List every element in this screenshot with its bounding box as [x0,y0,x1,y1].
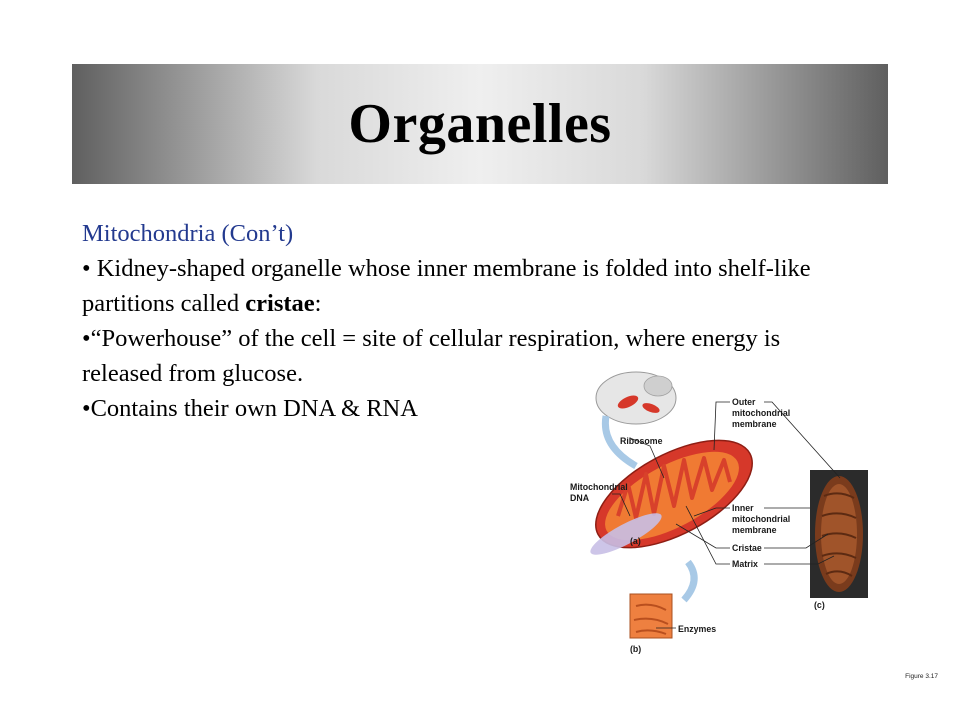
arrow-to-enzymes [681,559,698,603]
label-outer-1: Outer [732,397,756,407]
figure-caption: Figure 3.17 [905,673,938,680]
label-panel-b: (b) [630,644,641,654]
slide-body: Mitochondria (Con’t) • Kidney-shaped org… [82,216,862,426]
bullet-2: •“Powerhouse” of the cell = site of cell… [82,325,781,387]
leader-lines [612,401,841,629]
label-inner-3: membrane [732,525,777,535]
label-inner-2: mitochondrial [732,514,790,524]
micrograph [810,470,868,598]
bullet-1-text: • Kidney-shaped organelle whose inner me… [82,255,811,317]
mitochondria-figure: Outer mitochondrial membrane Ribosome Mi… [570,371,868,654]
label-matrix: Matrix [732,559,758,569]
label-panel-a: (a) [630,536,641,546]
label-outer-2: mitochondrial [732,408,790,418]
mitochondrion [590,439,753,555]
bullet-1: • Kidney-shaped organelle whose inner me… [82,251,862,321]
label-cristae: Cristae [732,543,762,553]
bullet-3: •Contains their own DNA & RNA [82,395,418,422]
slide-title: Organelles [348,93,612,155]
label-panel-c: (c) [814,600,825,610]
cell-illustration [595,371,677,470]
label-outer-3: membrane [732,419,777,429]
bullet-1-end: : [314,290,322,317]
subheading: Mitochondria (Con’t) [82,220,294,247]
label-ribosome: Ribosome [620,436,663,446]
label-inner-1: Inner [732,503,754,513]
label-mito-dna-1: Mitochondrial [570,482,628,492]
bullet-1-bold: cristae [245,290,315,317]
label-enzymes: Enzymes [678,624,716,634]
label-mito-dna-2: DNA [570,493,590,503]
title-bar: Organelles [72,64,888,184]
